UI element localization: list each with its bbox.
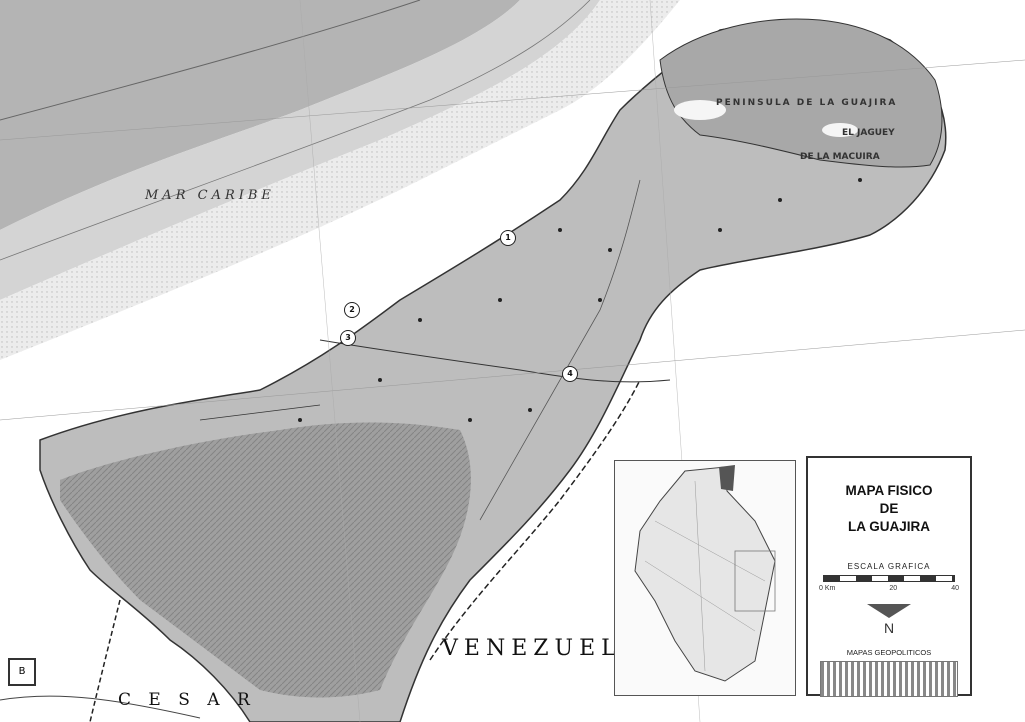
map-marker: 4 (562, 366, 578, 382)
region-label: C E S A R (118, 690, 256, 710)
place-label: EL JAGUEY (842, 128, 895, 138)
scale-tick: 0 Km (819, 585, 836, 592)
peninsula-label: PENINSULA DE LA GUAJIRA (716, 98, 898, 108)
legend-title: MAPA FISICO (845, 483, 933, 498)
legend-box: MAPA FISICO DE LA GUAJIRA ESCALA GRAFICA… (806, 456, 972, 697)
map-marker: 2 (344, 302, 360, 318)
scale-label: ESCALA GRAFICA (847, 562, 931, 571)
north-arrow-icon (867, 604, 911, 618)
scale-tick: 40 (951, 585, 959, 592)
inset-map (614, 460, 796, 696)
country-label: VENEZUELA (442, 636, 644, 661)
legend-footer: MAPAS GEOPOLITICOS (846, 648, 932, 657)
scale-bar (823, 575, 955, 582)
map-marker: 1 (500, 230, 516, 246)
place-label: DE LA MACUIRA (800, 152, 880, 162)
upper-peninsula (659, 18, 943, 168)
colombia-inset (634, 465, 776, 682)
legend-title: LA GUAJIRA (847, 519, 930, 534)
mid-sea (0, 0, 600, 300)
sierra-relief (60, 422, 471, 698)
shallow-sea (0, 0, 680, 360)
sea-label: MAR CARIBE (145, 188, 275, 203)
scale-tick: 20 (889, 585, 898, 592)
legend-title: DE (879, 501, 899, 516)
scale-ticks: 0 Km 20 40 (819, 585, 959, 592)
north-label: N (883, 620, 895, 636)
publisher-logo-icon: B (8, 658, 36, 686)
deep-sea (0, 0, 520, 230)
legend-footer-pattern (820, 661, 958, 697)
map-marker: 3 (340, 330, 356, 346)
